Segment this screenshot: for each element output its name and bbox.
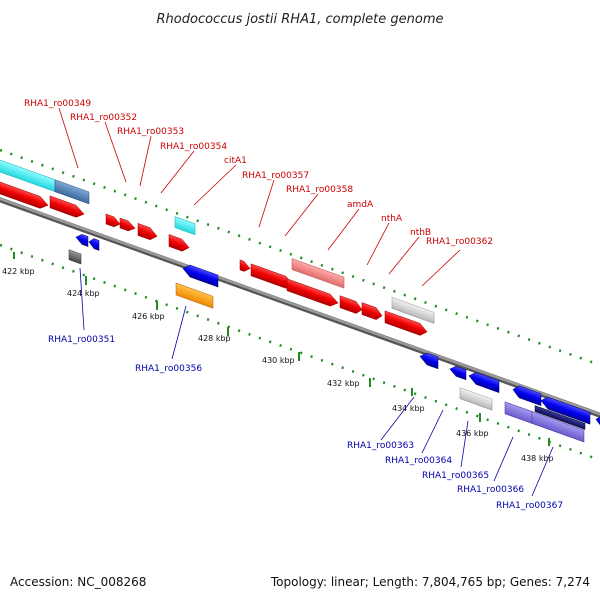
gene-ro00366-lavender-feature[interactable] — [504, 401, 534, 425]
gene-ro00355-arrow[interactable] — [182, 263, 219, 288]
gene-label-ro00357[interactable]: RHA1_ro00357 — [242, 171, 309, 181]
gene-label-ro00356[interactable]: RHA1_ro00356 — [135, 364, 202, 374]
gene-amda-pink-feature[interactable] — [291, 258, 345, 289]
gene-ro00351-arrow-b[interactable] — [88, 237, 100, 251]
gene-label-ro00364[interactable]: RHA1_ro00364 — [385, 456, 452, 466]
gene-ro00367-navy-feature[interactable] — [534, 405, 586, 430]
upper-dotted-track — [0, 148, 600, 367]
tick-label-434: 434 kbp — [392, 404, 425, 413]
gene-label-ro00367[interactable]: RHA1_ro00367 — [496, 501, 563, 511]
gene-label-ro00349[interactable]: RHA1_ro00349 — [24, 99, 91, 109]
gene-label-ro00366[interactable]: RHA1_ro00366 — [457, 485, 524, 495]
gene-label-ro00358[interactable]: RHA1_ro00358 — [286, 185, 353, 195]
gene-ro00367-arrow[interactable] — [540, 395, 591, 425]
genome-backbone — [0, 197, 600, 418]
tick-label-432: 432 kbp — [327, 379, 360, 388]
gene-nthb-arrow[interactable] — [361, 302, 383, 322]
feature-cyan-small-gene[interactable] — [174, 216, 196, 236]
genome-summary-text: Topology: linear; Length: 7,804,765 bp; … — [270, 575, 590, 589]
tick-labels: 422 kbp 424 kbp 426 kbp 428 kbp 430 kbp … — [2, 267, 554, 463]
gene-ro00362-grey-feature[interactable] — [391, 296, 435, 324]
tick-label-422: 422 kbp — [2, 267, 35, 276]
gene-label-ro00365[interactable]: RHA1_ro00365 — [422, 471, 489, 481]
gene-label-ro00354[interactable]: RHA1_ro00354 — [160, 142, 227, 152]
gene-ro00349-arrow[interactable] — [0, 179, 49, 211]
tick-marks — [13, 252, 550, 446]
upper-feature-track — [0, 157, 196, 236]
gene-ntha-arrow[interactable] — [339, 295, 363, 316]
gene-label-ro00351[interactable]: RHA1_ro00351 — [48, 335, 115, 345]
gene-label-cita1[interactable]: citA1 — [224, 156, 247, 166]
gene-ro00366-arrow[interactable] — [512, 384, 542, 407]
gene-label-ro00363[interactable]: RHA1_ro00363 — [347, 441, 414, 451]
tick-label-438: 438 kbp — [521, 454, 554, 463]
gene-label-ro00362[interactable]: RHA1_ro00362 — [426, 237, 493, 247]
forward-strand-genes — [0, 179, 435, 338]
gene-ro00358-arrow[interactable] — [250, 263, 293, 291]
reverse-label-leaders — [79, 267, 554, 497]
gene-amda-arrow[interactable] — [286, 278, 339, 309]
gene-ro00365-arrow[interactable] — [468, 370, 500, 393]
gene-ro00351-arrow-a[interactable] — [75, 232, 89, 247]
gene-ro00353-arrow[interactable] — [119, 217, 136, 233]
gene-ro00364-arrow[interactable] — [449, 364, 467, 381]
gene-label-nthb[interactable]: nthB — [410, 228, 431, 238]
gene-label-ro00352[interactable]: RHA1_ro00352 — [70, 113, 137, 123]
gene-ro00365-grey-feature[interactable] — [459, 387, 493, 411]
reverse-strand-genes — [68, 232, 600, 443]
tick-label-428: 428 kbp — [198, 334, 231, 343]
gene-label-amda[interactable]: amdA — [347, 200, 374, 210]
tick-label-430: 430 kbp — [262, 356, 295, 365]
map-title: Rhodococcus jostii RHA1, complete genome — [157, 12, 444, 27]
reverse-labels: RHA1_ro00351 RHA1_ro00356 RHA1_ro00363 R… — [48, 335, 563, 511]
gene-ro00352-arrow[interactable] — [105, 213, 121, 229]
gene-ro00354-arrow[interactable] — [137, 223, 158, 242]
gene-ro00363-arrow[interactable] — [419, 350, 439, 370]
tick-label-424: 424 kbp — [67, 289, 100, 298]
gene-ro00357-arrow[interactable] — [239, 259, 251, 274]
gene-ro00351-dark-feature[interactable] — [68, 249, 82, 265]
gene-label-ro00353[interactable]: RHA1_ro00353 — [117, 127, 184, 137]
tick-label-426: 426 kbp — [132, 312, 165, 321]
forward-labels: RHA1_ro00349 RHA1_ro00352 RHA1_ro00353 R… — [24, 99, 493, 247]
gene-ro00350-arrow[interactable] — [49, 195, 85, 220]
feature-steel-gene[interactable] — [54, 179, 90, 205]
gene-label-ntha[interactable]: nthA — [381, 214, 403, 224]
gene-ro00362-arrow[interactable] — [384, 310, 428, 338]
gene-ro00367-lavender-feature[interactable] — [531, 411, 585, 443]
accession-text: Accession: NC_008268 — [10, 575, 146, 589]
gene-cita1-arrow[interactable] — [168, 234, 190, 254]
forward-label-leaders — [58, 107, 461, 287]
tick-label-436: 436 kbp — [456, 429, 489, 438]
gene-ro00356-orange-feature[interactable] — [175, 282, 214, 309]
